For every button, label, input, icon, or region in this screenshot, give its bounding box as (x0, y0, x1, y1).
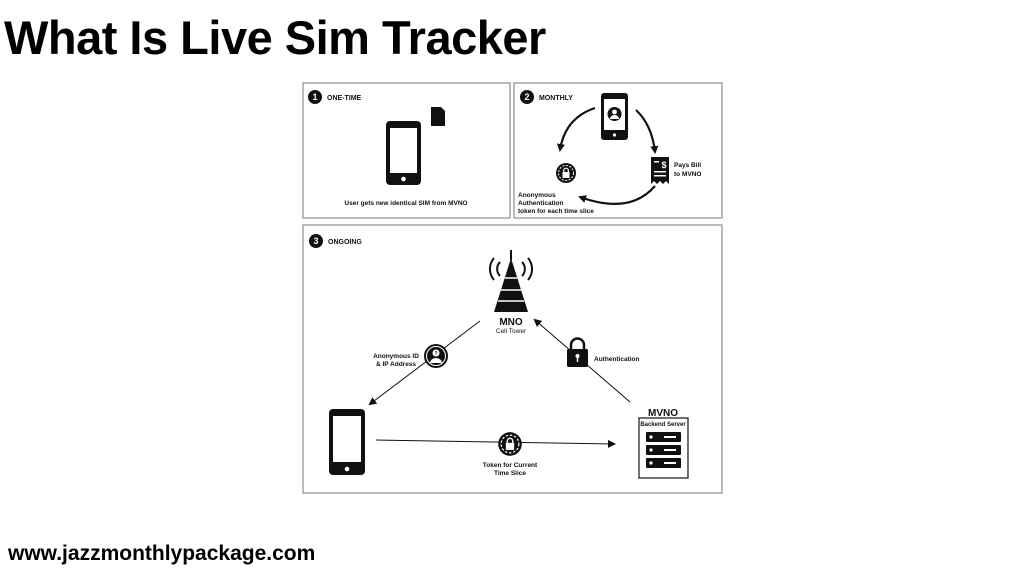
server-icon (638, 417, 689, 479)
smartphone-user-icon (601, 93, 628, 140)
lock-badge-icon (555, 162, 577, 184)
panel-ongoing: 3 ONGOING MNO Cell Tower ? Anonymous ID (302, 224, 723, 494)
anon-token-line1: Anonymous (518, 192, 556, 199)
panel-one-time: 1 ONE-TIME User gets new identical SIM f… (302, 82, 511, 219)
token-label-line1: Token for Current (483, 462, 538, 469)
mvno-title: MVNO (648, 408, 678, 419)
page-title: What Is Live Sim Tracker (4, 11, 546, 64)
arrow-icon (578, 185, 656, 205)
svg-text:?: ? (434, 351, 437, 357)
svg-text:$: $ (661, 160, 666, 170)
anon-id-line2: & IP Address (376, 361, 416, 368)
anon-id-line1: Anonymous ID (373, 353, 419, 360)
receipt-dollar-icon: $ (651, 157, 669, 184)
panel-label-one-time: ONE-TIME (327, 95, 362, 102)
mno-title: MNO (499, 317, 523, 328)
svg-text:3: 3 (313, 236, 318, 246)
anon-token-line2: Authentication (518, 200, 564, 207)
authentication-label: Authentication (594, 356, 640, 363)
arrow-icon (556, 106, 596, 152)
panel-label-monthly: MONTHLY (539, 95, 573, 102)
smartphone-icon (329, 409, 365, 475)
cell-tower-icon (489, 250, 533, 312)
pays-bill-label-line1: Pays Bill (674, 162, 701, 169)
step-badge-1: 1 (308, 90, 322, 104)
panel-label-ongoing: ONGOING (328, 239, 362, 246)
padlock-icon (567, 337, 588, 367)
lock-badge-icon (497, 431, 523, 457)
pays-bill-label-line2: to MVNO (674, 171, 701, 178)
mno-subtitle: Cell Tower (496, 328, 527, 335)
step-badge-3: 3 (309, 234, 323, 248)
svg-text:2: 2 (524, 92, 529, 102)
arrow-icon (368, 320, 481, 406)
anonymous-user-icon: ? (424, 344, 448, 368)
token-label-line2: Time Slice (494, 470, 526, 477)
website-url: www.jazzmonthlypackage.com (8, 542, 316, 565)
svg-text:1: 1 (312, 92, 317, 102)
step-badge-2: 2 (520, 90, 534, 104)
arrow-icon (375, 439, 616, 448)
arrow-icon (635, 109, 659, 154)
smartphone-icon (386, 121, 421, 185)
sim-card-icon (431, 107, 445, 126)
anon-token-line3: token for each time slice (518, 208, 594, 215)
mvno-subtitle: Backend Server (640, 422, 686, 428)
panel-monthly: 2 MONTHLY $ Pays Bill to MVNO Anonymous (513, 82, 723, 219)
panel-1-caption: User gets new identical SIM from MVNO (344, 200, 467, 207)
